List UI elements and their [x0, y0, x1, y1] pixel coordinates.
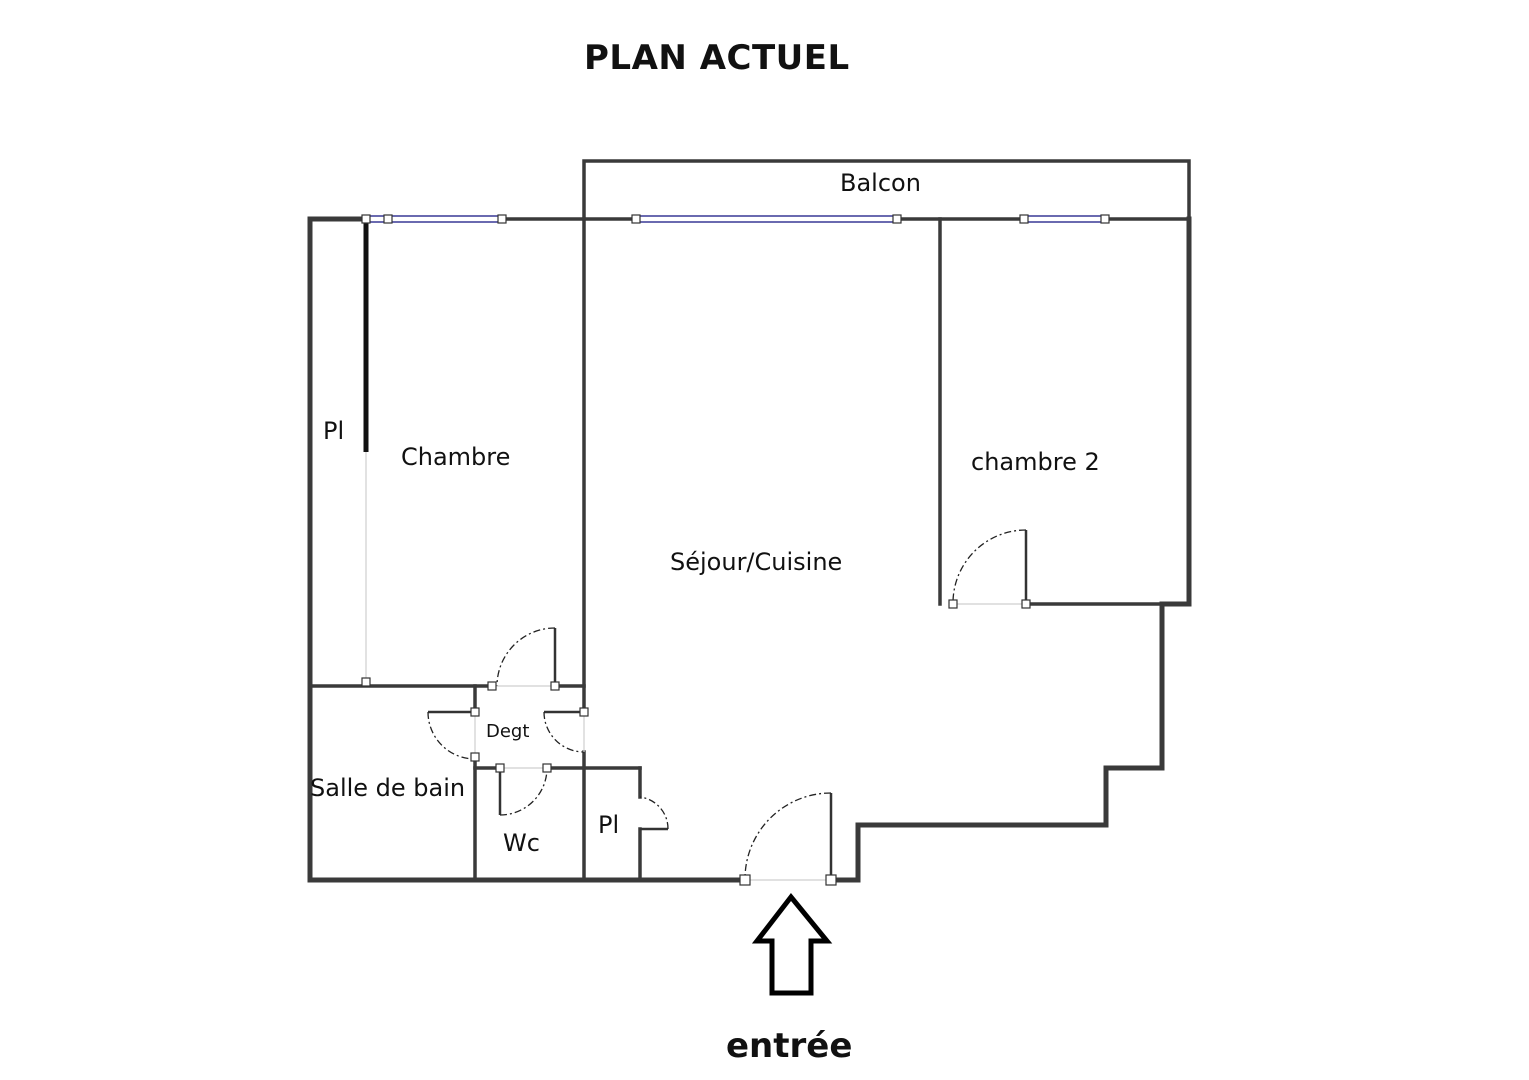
interior-walls — [308, 217, 1164, 882]
room-label-chambre-2: chambre 2 — [971, 448, 1100, 476]
room-label-wc: Wc — [503, 829, 540, 857]
entrance-label: entrée — [726, 1026, 853, 1066]
balcony-outline — [582, 159, 1191, 221]
room-label-placard-entree: Pl — [598, 811, 619, 839]
doors — [427, 529, 1028, 881]
room-label-placard-chambre: Pl — [323, 417, 344, 445]
room-label-salle-de-bain: Salle de bain — [310, 774, 465, 802]
wall-nodes — [361, 214, 1110, 886]
exterior-walls — [307, 216, 1192, 883]
room-label-balcon: Balcon — [840, 169, 921, 197]
room-label-chambre: Chambre — [401, 443, 510, 471]
plan-title: PLAN ACTUEL — [584, 38, 850, 78]
room-label-sejour-cuisine: Séjour/Cuisine — [670, 548, 842, 576]
up-arrow-icon — [751, 892, 833, 996]
room-label-degagement: Degt — [486, 721, 529, 742]
